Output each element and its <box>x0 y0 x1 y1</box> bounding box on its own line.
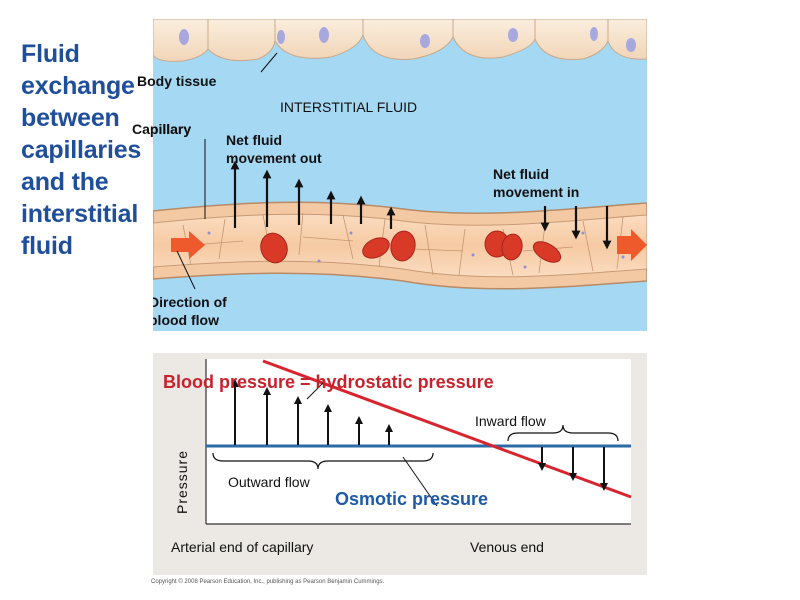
osmotic-leader-line <box>402 456 438 507</box>
label-net-out-line1: Net fluid <box>226 132 282 148</box>
label-inward-flow: Inward flow <box>475 413 546 429</box>
label-net-out-line2: movement out <box>226 150 322 166</box>
pressure-graph: Blood pressure = hydrostatic pressure In… <box>153 353 647 575</box>
body-tissue-cells <box>153 19 647 62</box>
label-body-tissue: Body tissue <box>137 73 217 89</box>
label-capillary-overlay: Capillary <box>132 121 192 137</box>
pressure-graph-svg <box>153 353 647 575</box>
inward-flow-brace <box>507 424 619 442</box>
flow-arrow-left-icon <box>171 231 205 259</box>
label-outward-flow: Outward flow <box>228 474 310 490</box>
outward-flow-arrows <box>231 379 393 445</box>
copyright-notice: Copyright © 2008 Pearson Education, Inc.… <box>151 579 385 585</box>
red-blood-cells <box>260 230 562 264</box>
x-axis-label-right: Venous end <box>470 539 544 555</box>
leader-lines <box>176 52 278 290</box>
y-axis-label: Pressure <box>174 449 191 515</box>
inward-arrows <box>540 206 612 250</box>
label-blood-pressure: Blood pressure = hydrostatic pressure <box>163 372 494 392</box>
capillary-diagram: INTERSTITIAL FLUID Capillary Net fluid m… <box>153 19 647 331</box>
inward-flow-arrows <box>538 447 608 491</box>
label-interstitial-fluid: INTERSTITIAL FLUID <box>280 99 418 115</box>
x-axis-label-left: Arterial end of capillary <box>171 539 314 555</box>
label-net-in-line2: movement in <box>493 184 580 200</box>
flow-arrow-right-icon <box>617 229 647 261</box>
slide-title: Fluid exchange between capillaries and t… <box>21 40 142 260</box>
blood-pressure-leader-line <box>306 380 326 400</box>
label-net-in-line1: Net fluid <box>493 166 549 182</box>
capillary-illustration <box>153 19 647 331</box>
label-direction-line1: Direction of <box>153 294 227 310</box>
plot-area <box>206 359 631 524</box>
outward-flow-brace <box>212 452 434 470</box>
label-osmotic-pressure: Osmotic pressure <box>335 489 489 509</box>
label-capillary: Capillary <box>153 121 192 137</box>
outward-arrows <box>230 160 396 229</box>
label-direction-line2: blood flow <box>153 312 219 328</box>
